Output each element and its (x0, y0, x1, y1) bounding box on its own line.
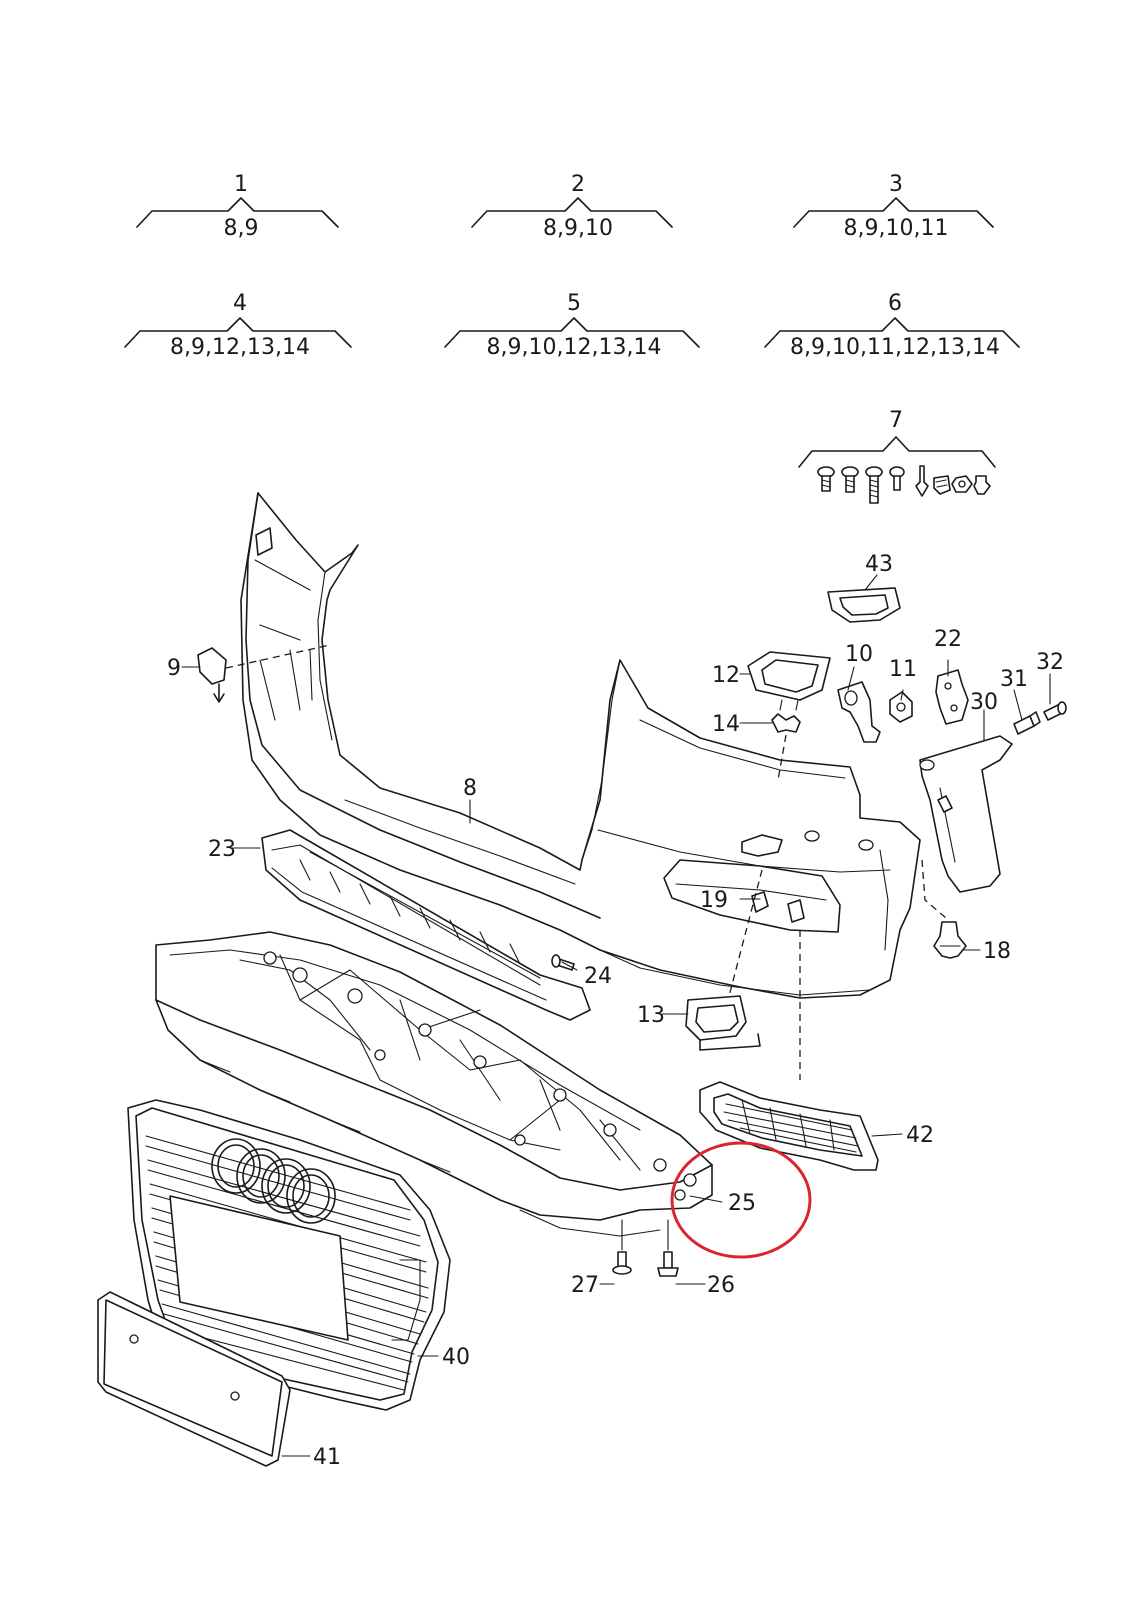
callout-27: 27 (571, 1273, 599, 1298)
kit-4: 4 8,9,12,13,14 (124, 291, 352, 360)
clip-18 (933, 921, 967, 959)
callout-25: 25 (728, 1191, 756, 1216)
kit-2-contents: 8,9,10 (543, 216, 613, 241)
kit-5-contents: 8,9,10,12,13,14 (487, 335, 662, 360)
screw-32 (1043, 701, 1067, 721)
nut-icon (951, 475, 973, 493)
highlight-circle (670, 1141, 812, 1259)
under-tray-25 (155, 931, 713, 1237)
kit-6-number: 6 (888, 291, 902, 316)
callout-9: 9 (167, 656, 181, 681)
kit-3-contents: 8,9,10,11 (844, 216, 949, 241)
nut-11 (889, 691, 913, 723)
kit-5: 5 8,9,10,12,13,14 (444, 291, 700, 360)
kit-3-number: 3 (889, 172, 903, 197)
callout-18: 18 (983, 939, 1011, 964)
callout-43: 43 (865, 552, 893, 577)
callout-8: 8 (463, 776, 477, 801)
callout-26: 26 (707, 1273, 735, 1298)
bracket-10 (837, 681, 881, 743)
callout-22: 22 (934, 627, 962, 652)
callout-13: 13 (637, 1003, 665, 1028)
fog-grille-42 (699, 1081, 879, 1171)
plate-41 (97, 1291, 291, 1467)
screw-26 (657, 1219, 679, 1277)
rivet-icon (915, 465, 929, 497)
kit-4-contents: 8,9,12,13,14 (170, 335, 310, 360)
push-clip-icon (973, 475, 991, 495)
kit-2: 2 8,9,10 (471, 172, 673, 241)
long-screw-icon (865, 466, 883, 504)
callout-24: 24 (584, 964, 612, 989)
bolt-icon (817, 466, 835, 492)
screw-icon (889, 466, 905, 491)
screw-24 (551, 954, 575, 971)
callout-31: 31 (1000, 667, 1028, 692)
callout-32: 32 (1036, 650, 1064, 675)
screw-27 (612, 1219, 632, 1275)
callout-10: 10 (845, 642, 873, 667)
callout-12: 12 (712, 663, 740, 688)
washer-cap-13 (685, 995, 761, 1051)
washer-cover-12 (747, 651, 831, 711)
side-bracket-30 (919, 735, 1013, 919)
callout-40: 40 (442, 1345, 470, 1370)
washer-cover-43 (827, 587, 901, 623)
bolt-31 (1013, 711, 1041, 735)
fastener-set-7-number: 7 (889, 408, 903, 433)
kit-4-number: 4 (233, 291, 247, 316)
clip-icon (933, 475, 951, 495)
callout-42: 42 (906, 1123, 934, 1148)
grille-40 (127, 1099, 451, 1411)
kit-2-number: 2 (571, 172, 585, 197)
spring-clip-14 (771, 713, 801, 781)
callout-numbers: 9 8 23 24 43 12 10 11 22 31 32 30 14 19 … (167, 552, 1064, 1470)
callout-30: 30 (970, 690, 998, 715)
fastener-set-7: 7 (798, 408, 996, 504)
kit-3: 3 8,9,10,11 (793, 172, 994, 241)
callout-41: 41 (313, 1445, 341, 1470)
callout-14: 14 (712, 712, 740, 737)
kit-6-contents: 8,9,10,11,12,13,14 (790, 335, 1000, 360)
kit-1-number: 1 (234, 172, 248, 197)
kit-1-contents: 8,9 (224, 216, 259, 241)
energy-absorber-23 (261, 829, 591, 1021)
bolt-icon (841, 466, 859, 493)
kit-1: 1 8,9 (136, 172, 339, 241)
callout-leaders (181, 574, 1051, 1457)
bracket-19 (727, 869, 805, 1080)
cap-9 (197, 644, 331, 703)
bumper-cover (240, 492, 921, 999)
bracket-22 (935, 669, 969, 725)
kit-6: 6 8,9,10,11,12,13,14 (764, 291, 1020, 360)
callout-19: 19 (700, 888, 728, 913)
kit-5-number: 5 (567, 291, 581, 316)
callout-11: 11 (889, 657, 917, 682)
callout-23: 23 (208, 837, 236, 862)
ring-logo-icon (211, 1138, 336, 1224)
